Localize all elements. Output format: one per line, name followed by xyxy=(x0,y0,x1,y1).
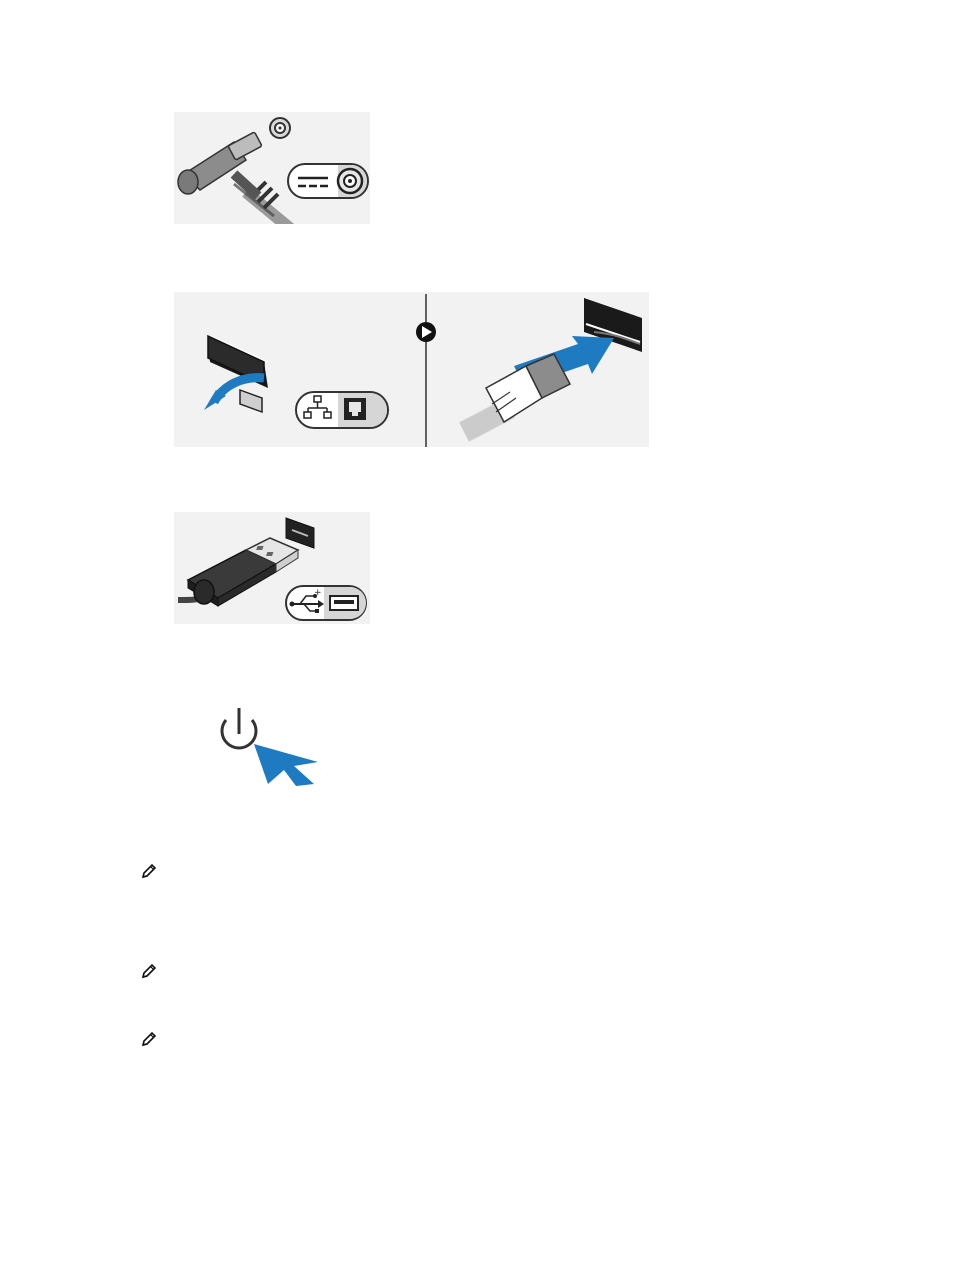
usb-connector-figure: + xyxy=(174,512,370,624)
play-arrow-icon xyxy=(416,322,436,342)
blue-arrow-icon xyxy=(254,744,318,786)
network-cable-figure xyxy=(174,292,649,447)
usb-port-icon: + xyxy=(286,586,366,620)
note-pencil-icon xyxy=(140,1030,158,1048)
power-adapter-figure xyxy=(174,112,370,224)
note-pencil-icon xyxy=(140,862,158,880)
power-button-icon xyxy=(222,708,256,748)
network-cable-icon xyxy=(174,292,649,447)
power-adapter-icon xyxy=(174,112,370,224)
dc-power-port-icon xyxy=(288,164,368,198)
note-pencil-icon xyxy=(140,962,158,980)
network-port-icon xyxy=(296,392,388,428)
usb-connector-icon: + xyxy=(174,512,370,624)
power-button-figure xyxy=(210,700,330,790)
svg-text:+: + xyxy=(314,588,322,598)
